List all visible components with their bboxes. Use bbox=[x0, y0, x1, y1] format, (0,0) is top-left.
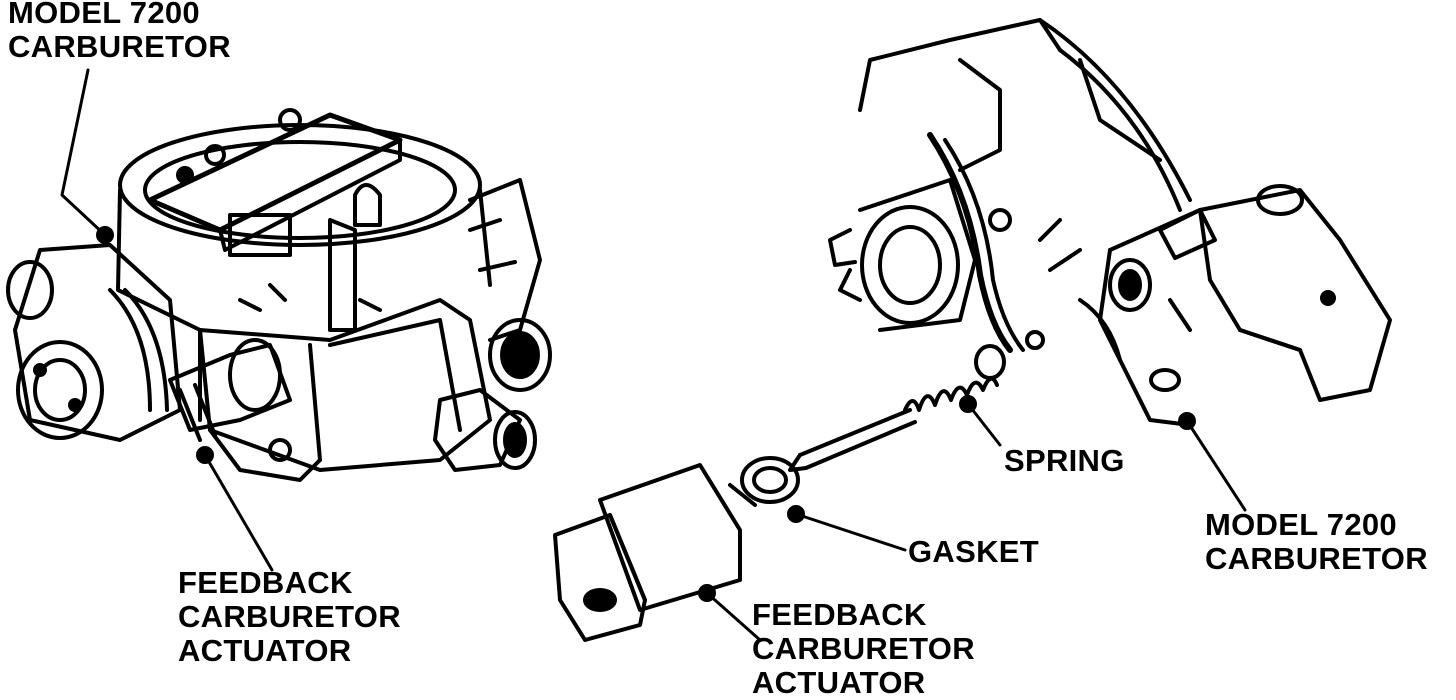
gasket-illustration bbox=[740, 456, 805, 523]
label-line: MODEL 7200 bbox=[8, 0, 200, 30]
label-model-7200-carburetor-left: MODEL 7200 CARBURETOR bbox=[8, 0, 231, 64]
label-line: FEEDBACK bbox=[752, 597, 927, 632]
label-line: FEEDBACK bbox=[178, 565, 353, 600]
label-model-7200-carburetor-right: MODEL 7200 CARBURETOR bbox=[1205, 508, 1428, 576]
label-line: SPRING bbox=[1004, 443, 1125, 478]
label-line: MODEL 7200 bbox=[1205, 507, 1397, 542]
left-carburetor-illustration bbox=[6, 108, 552, 482]
label-line: CARBURETOR bbox=[178, 599, 401, 634]
label-spring: SPRING bbox=[1004, 444, 1125, 478]
label-line: ACTUATOR bbox=[752, 665, 926, 700]
label-line: GASKET bbox=[908, 534, 1039, 569]
leader-lines bbox=[60, 68, 1247, 642]
label-line: ACTUATOR bbox=[178, 633, 352, 668]
label-line: CARBURETOR bbox=[8, 29, 231, 64]
right-carburetor-illustration bbox=[828, 18, 1392, 430]
label-line: CARBURETOR bbox=[1205, 541, 1428, 576]
actuator-illustration bbox=[553, 463, 757, 642]
label-line: CARBURETOR bbox=[752, 631, 975, 666]
label-gasket: GASKET bbox=[908, 535, 1039, 569]
label-feedback-carburetor-actuator-middle: FEEDBACK CARBURETOR ACTUATOR bbox=[752, 598, 975, 700]
label-feedback-carburetor-actuator-left: FEEDBACK CARBURETOR ACTUATOR bbox=[178, 566, 401, 668]
